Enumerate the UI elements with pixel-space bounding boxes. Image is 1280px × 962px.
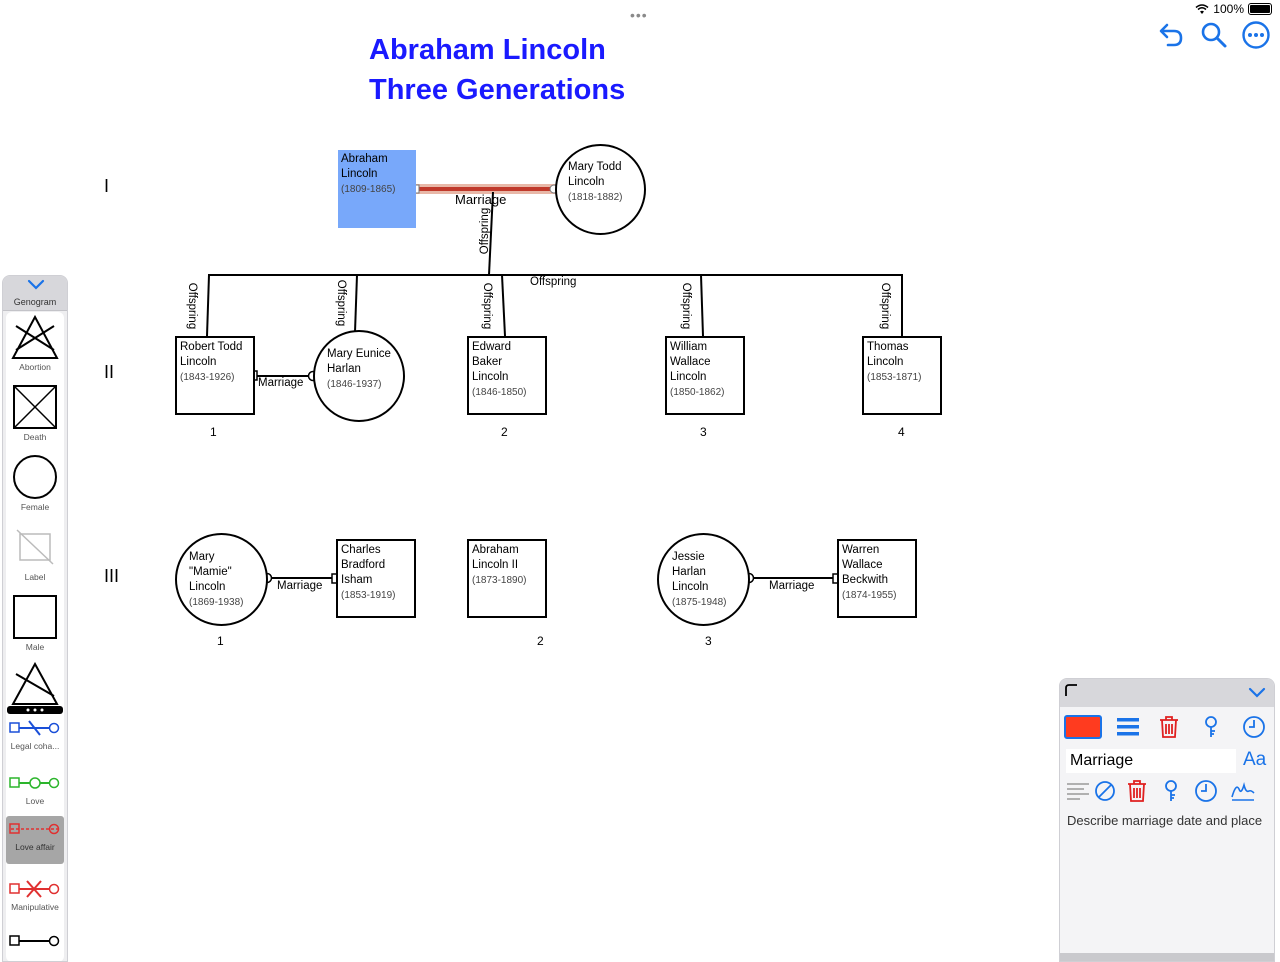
generation-label-1: I (104, 176, 110, 196)
pregnancy-icon (11, 661, 59, 705)
child-number-2: 2 (501, 425, 508, 439)
key-icon[interactable] (1162, 779, 1180, 803)
palette-item-pregnancy[interactable] (6, 661, 64, 712)
multitasking-grabber[interactable]: ••• (630, 7, 648, 23)
offspring-label-4: Offspring (680, 282, 693, 330)
marriage-label-gen3a: Marriage (277, 580, 323, 592)
palette-item-death[interactable]: Death (6, 384, 64, 442)
person-abraham-lincoln[interactable]: Abraham Lincoln (1809-1865) (338, 150, 416, 228)
child-number-1: 1 (210, 425, 217, 439)
offspring-label-bar: Offspring (530, 276, 577, 288)
palette-item-female[interactable]: Female (6, 454, 64, 512)
palette-item-male[interactable]: Male (6, 594, 64, 652)
person-jessie-harlan-lincoln[interactable]: Jessie Harlan Lincoln (1875-1948) (657, 533, 750, 626)
palette-item-abortion[interactable]: Abortion (6, 314, 64, 372)
label-icon (16, 529, 54, 565)
wifi-icon (1195, 3, 1209, 14)
palette-item-love-affair[interactable]: Love affair (6, 816, 64, 864)
resize-corner-icon[interactable] (1064, 683, 1078, 697)
person-charles-bradford-isham[interactable]: Charles Bradford Isham (1853-1919) (336, 539, 416, 618)
description-toolbar (1064, 779, 1270, 803)
person-mary-todd-lincoln[interactable]: Mary Todd Lincoln (1818-1882) (555, 144, 646, 235)
person-warren-wallace-beckwith[interactable]: Warren Wallace Beckwith (1874-1955) (837, 539, 917, 618)
status-bar: 100% (1195, 2, 1272, 16)
offspring-label-5: Offspring (879, 282, 892, 330)
manipulative-icon (9, 880, 60, 898)
grandchild-number-3: 3 (705, 634, 712, 648)
male-icon (13, 595, 57, 639)
grandchild-number-2: 2 (537, 634, 544, 648)
marriage-label-gen3b: Marriage (769, 580, 815, 592)
battery-icon (1248, 3, 1272, 15)
offspring-label-3: Offspring (481, 282, 494, 330)
palette-item-love[interactable]: Love (6, 772, 64, 812)
person-thomas-lincoln[interactable]: Thomas Lincoln (1853-1871) (862, 336, 942, 415)
trash-icon[interactable] (1126, 779, 1148, 803)
palette-list[interactable]: Abortion Death Female Label (6, 312, 64, 961)
title-line-1: Abraham Lincoln (369, 34, 606, 66)
female-icon (13, 455, 57, 499)
palette-title: Genogram (13, 297, 57, 307)
inspector-header[interactable] (1060, 679, 1274, 707)
marriage-label-gen1: Marriage (455, 192, 507, 207)
child-number-4: 4 (898, 425, 905, 439)
person-edward-baker-lincoln[interactable]: Edward Baker Lincoln (1846-1850) (467, 336, 547, 415)
inspector-toolbar (1064, 713, 1270, 741)
child-number-3: 3 (700, 425, 707, 439)
clock-icon[interactable] (1242, 715, 1266, 739)
chevron-down-icon[interactable] (27, 279, 45, 291)
font-style-button[interactable]: Aa (1243, 749, 1267, 770)
line-style-icon[interactable] (1116, 716, 1140, 738)
relationship-name-field[interactable]: Marriage (1066, 749, 1236, 773)
person-mary-eunice-harlan[interactable]: Mary Eunice Harlan (1846-1937) (313, 330, 405, 422)
more-dots-icon (7, 706, 63, 714)
genogram-palette: Genogram Abortion Death Female (2, 275, 68, 962)
search-icon[interactable] (1199, 20, 1229, 50)
person-abraham-lincoln-ii[interactable]: Abraham Lincoln II (1873-1890) (467, 539, 547, 618)
offspring-label-1: Offspring (186, 282, 199, 330)
grandchild-number-1: 1 (217, 634, 224, 648)
love-icon (9, 777, 60, 789)
more-icon[interactable] (1241, 20, 1271, 50)
love-affair-icon (9, 823, 60, 835)
clear-icon[interactable] (1094, 780, 1116, 802)
palette-header[interactable]: Genogram (3, 276, 67, 311)
marriage-label-gen2: Marriage (258, 377, 304, 389)
undo-icon[interactable] (1155, 20, 1185, 50)
palette-item-legal-cohabitation[interactable]: Legal coha... (6, 717, 64, 757)
generation-label-3: III (104, 566, 120, 586)
person-mary-mamie-lincoln[interactable]: Mary "Mamie" Lincoln (1869-1938) (175, 533, 268, 626)
person-william-wallace-lincoln[interactable]: William Wallace Lincoln (1850-1862) (665, 336, 745, 415)
inspector-bottom-bar (1060, 953, 1274, 961)
page-title[interactable]: Abraham Lincoln Three Generations (369, 30, 625, 110)
death-icon (13, 385, 57, 429)
key-icon[interactable] (1202, 715, 1220, 739)
battery-percentage: 100% (1213, 2, 1244, 16)
abortion-icon (11, 314, 59, 359)
title-line-2: Three Generations (369, 74, 626, 106)
chevron-down-icon[interactable] (1248, 687, 1266, 699)
relationship-inspector: Marriage Aa Describe marriage date and p… (1059, 678, 1275, 962)
description-placeholder[interactable]: Describe marriage date and place (1067, 813, 1263, 828)
person-robert-todd-lincoln[interactable]: Robert Todd Lincoln (1843-1926) (175, 336, 255, 415)
palette-item-normal-relation[interactable] (6, 930, 64, 960)
signature-icon[interactable] (1230, 779, 1256, 803)
line-color-swatch[interactable] (1064, 715, 1102, 739)
offspring-label-2: Offspring (335, 279, 348, 327)
palette-item-manipulative[interactable]: Manipulative (6, 878, 64, 918)
palette-page-indicator[interactable] (6, 706, 64, 714)
text-align-icon[interactable] (1066, 781, 1090, 801)
offspring-label-stem: Offspring (479, 207, 492, 255)
trash-icon[interactable] (1158, 715, 1180, 739)
generation-label-2: II (104, 362, 115, 382)
clock-icon[interactable] (1194, 779, 1218, 803)
palette-item-label[interactable]: Label (6, 524, 64, 582)
offspring-stem[interactable] (488, 191, 494, 276)
normal-relation-icon (9, 935, 60, 947)
legal-cohabitation-icon (9, 720, 60, 736)
